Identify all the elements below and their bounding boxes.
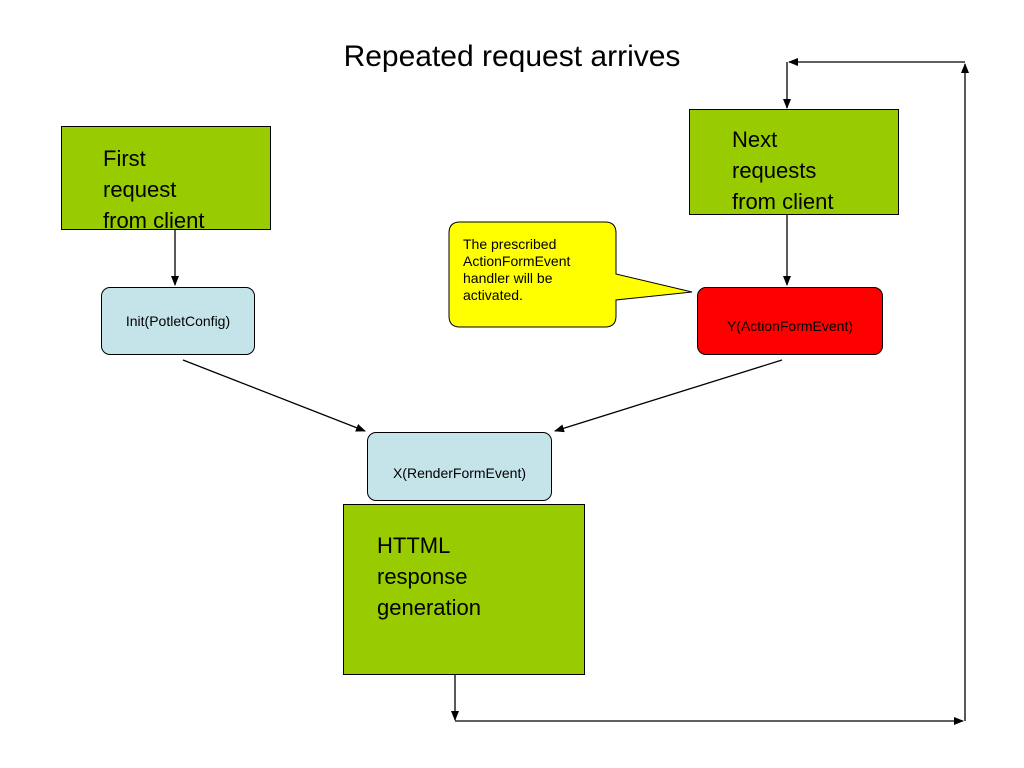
html-response-box: HTTML response generation	[343, 504, 585, 675]
init-node-label: Init(PotletConfig)	[125, 313, 231, 329]
action-handler-label: Y(ActionFormEvent)	[726, 318, 854, 334]
callout-balloon	[448, 221, 693, 328]
slide-title-text: Repeated request arrives	[343, 40, 681, 73]
init-node: Init(PotletConfig)	[101, 287, 255, 355]
action-handler-node: Y(ActionFormEvent)	[697, 287, 883, 355]
slide-title: Repeated request arrives	[0, 40, 1024, 74]
arrow-init-to-render	[182, 359, 366, 432]
first-request-box: First request from client	[61, 126, 271, 233]
render-handler-node: X(RenderFormEvent)	[367, 432, 552, 501]
next-requests-box: Next requests from client	[689, 109, 899, 215]
render-handler-label: X(RenderFormEvent)	[392, 464, 527, 481]
next-requests-label: Next requests from client	[732, 127, 834, 214]
html-response-label: HTTML response generation	[377, 533, 481, 620]
callout-text: The prescribed ActionFormEvent handler w…	[463, 236, 571, 303]
first-request-label: First request from client	[103, 146, 205, 233]
arrow-action-to-render	[554, 359, 783, 433]
